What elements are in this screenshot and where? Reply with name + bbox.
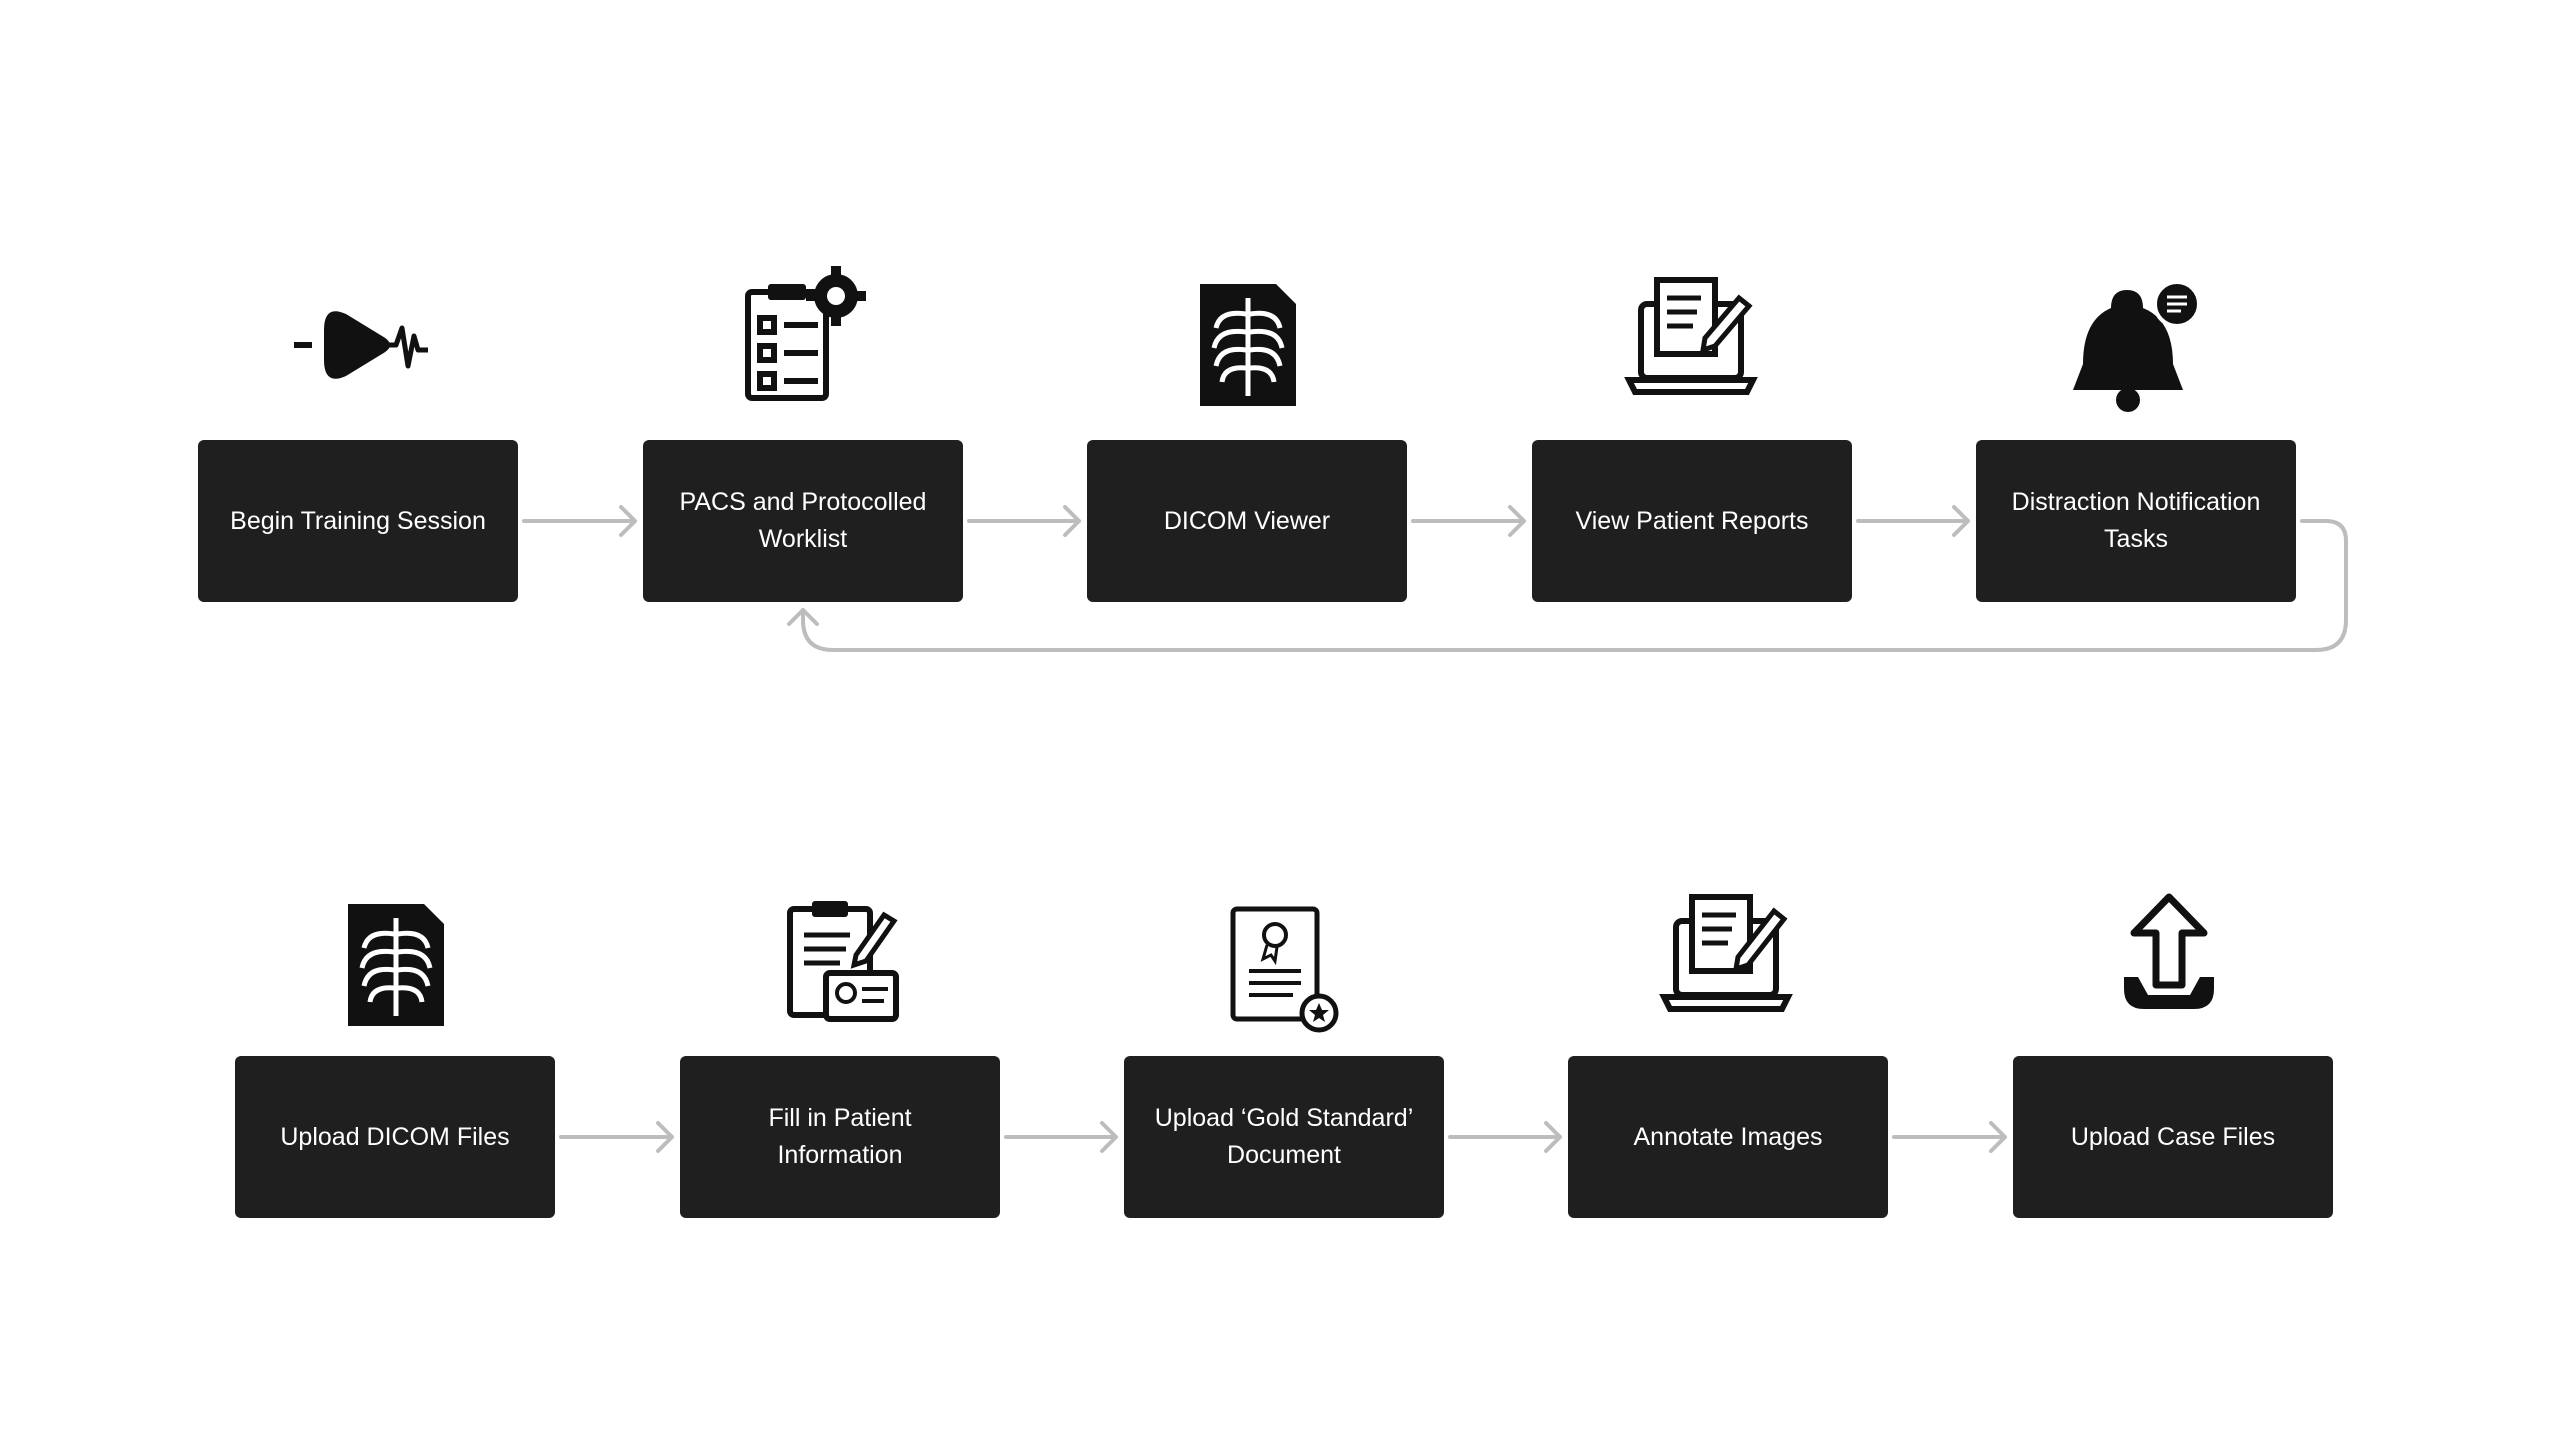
step-fill-patient-information[interactable]: Fill in Patient Information <box>680 1056 1000 1218</box>
checklist-gear-icon <box>726 262 876 412</box>
step-view-patient-reports[interactable]: View Patient Reports <box>1532 440 1852 602</box>
clipboard-id-card-icon <box>764 885 914 1035</box>
connector-arrow <box>1448 1121 1562 1153</box>
step-pacs-worklist[interactable]: PACS and Protocolled Worklist <box>643 440 963 602</box>
xray-document-icon <box>320 890 470 1040</box>
connector-arrow <box>522 505 637 537</box>
connector-arrow <box>1004 1121 1118 1153</box>
connector-arrow <box>559 1121 674 1153</box>
xray-document-icon <box>1172 270 1322 420</box>
step-distraction-notification-tasks[interactable]: Distraction Notification Tasks <box>1976 440 2296 602</box>
certificate-document-icon <box>1207 895 1357 1045</box>
laptop-report-icon <box>1617 268 1767 418</box>
loop-back-connector <box>801 519 2348 652</box>
loop-back-arrowhead <box>787 608 819 626</box>
connector-arrow <box>967 505 1081 537</box>
upload-arrow-icon <box>2094 885 2244 1035</box>
step-upload-case-files[interactable]: Upload Case Files <box>2013 1056 2333 1218</box>
play-waveform-icon <box>282 270 432 420</box>
laptop-edit-icon <box>1652 885 1802 1035</box>
bell-message-icon <box>2057 272 2207 422</box>
step-upload-gold-standard-document[interactable]: Upload ‘Gold Standard’ Document <box>1124 1056 1444 1218</box>
connector-arrow <box>1411 505 1526 537</box>
step-begin-training-session[interactable]: Begin Training Session <box>198 440 518 602</box>
connector-arrow <box>1892 1121 2007 1153</box>
step-upload-dicom-files[interactable]: Upload DICOM Files <box>235 1056 555 1218</box>
connector-arrow <box>1856 505 1970 537</box>
step-annotate-images[interactable]: Annotate Images <box>1568 1056 1888 1218</box>
step-dicom-viewer[interactable]: DICOM Viewer <box>1087 440 1407 602</box>
